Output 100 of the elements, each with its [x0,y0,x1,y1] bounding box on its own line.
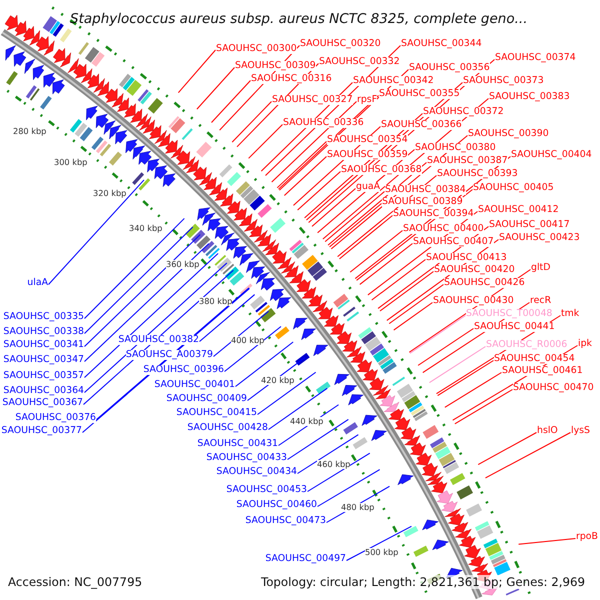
gene-label: SAOUHSC_00417 [489,220,570,230]
gene-label: SAOUHSC_R0006 [486,340,568,350]
gene-label: SAOUHSC_00428 [187,423,268,433]
gene-label: SAOUHSC_00423 [499,233,580,243]
leader-line [257,372,316,415]
gene-label: SAOUHSC_00407 [413,237,494,247]
gene-label: SAOUHSC_00404 [511,150,592,160]
leader-line [84,218,185,319]
leader-line [48,179,145,285]
scale-label: 320 kbp [93,188,126,198]
gene-label: SAOUHSC_00341 [3,340,84,350]
gene-label: SAOUHSC_00405 [473,183,554,193]
gene-label: SAOUHSC_00367 [2,398,83,408]
leader-line [297,171,341,211]
gene-label: SAOUHSC_00380 [415,143,496,153]
gene-label: SAOUHSC_00473 [245,516,326,526]
leader-line [232,101,272,143]
leader-line [478,432,537,466]
gene-label: SAOUHSC_00364 [3,386,84,396]
scale-label: 360 kbp [166,260,200,268]
gene-label: SAOUHSC_00497 [265,554,346,564]
leader-line [418,328,474,366]
leader-line [84,226,194,334]
leader-line [518,538,576,545]
leader-line [454,389,513,424]
leader-line [213,310,270,357]
leader-line [409,315,466,354]
gene-label: SAOUHSC_00374 [495,53,576,63]
leader-line [324,191,385,242]
gene-label: rpoB [576,532,598,542]
leader-line [84,252,219,378]
accession-label: Accession: NC_007795 [8,575,142,589]
gene-label: SAOUHSC_00401 [154,380,235,390]
leader-line [196,67,235,110]
gene-label: SAOUHSC_00300 [216,44,297,54]
gene-label: rpsF [357,95,378,105]
gene-label: hslO [537,426,558,436]
gene-label: SAOUHSC_00357 [3,371,84,381]
gene-label: SAOUHSC_00356 [409,63,490,73]
leader-line [371,259,426,301]
gene-label: gltD [531,263,550,273]
gene-label: recR [530,296,552,306]
gene-label: lysS [571,426,590,436]
gene-label: SAOUHSC_00390 [468,129,549,139]
leader-line [84,243,210,362]
leader-line [338,215,393,260]
leader-line [84,234,201,347]
gene-label: SAOUHSC_00413 [426,253,507,263]
scale-label: 420 kbp [261,376,294,384]
gene-label: SAOUHSC_00376 [15,413,96,423]
leader-line [444,372,502,408]
gene-label: SAOUHSC_00344 [401,39,482,49]
scale-label: 480 kbp [341,502,374,512]
leader-line [388,284,444,324]
leader-line [428,346,486,384]
gene-label: SAOUHSC_00441 [474,322,555,332]
scale-label: 400 kbp [231,336,264,344]
gene-label: SAOUHSC_00368 [341,165,422,175]
leader-line [312,188,356,227]
leader-line [235,342,294,387]
leader-line [346,526,412,561]
gene-label: ipk [578,339,592,349]
gene-label: SAOUHSC_00470 [513,383,594,393]
gene-label: SAOUHSC_00420 [434,265,515,275]
gene-label: SAOUHSC_00355 [379,89,460,99]
gene-label: SAOUHSC_00372 [423,107,504,117]
leader-line [484,432,571,478]
leader-line [297,434,359,474]
leader-line [276,141,327,188]
gene-label: SAOUHSC_00389 [382,197,463,207]
gene-label: SAOUHSC_00433 [206,453,287,463]
leader-line [307,452,370,492]
gene-label: SAOUHSC_00382 [118,335,199,345]
scale-label: 460 kbp [317,460,350,468]
leader-line [224,326,282,372]
leader-line [317,469,380,507]
leader-line [271,101,357,183]
leader-line [359,243,413,285]
gene-label: SAOUHSC_00383 [489,92,570,102]
gene-label: SAOUHSC_00342 [353,76,434,86]
gene-label: tmk [561,309,580,319]
map-title: Staphylococcus aureus subsp. aureus NCTC 8325, complete geno... [70,11,528,27]
gene-label: SAOUHSC_00335 [3,312,84,322]
scale-label: 500 kbp [365,548,398,556]
summary-label: Topology: circular; Length: 2,821,361 bp; Genes: 2,969 [261,575,586,589]
gene-label: SAOUHSC_00454 [494,354,575,364]
gene-label: SAOUHSC_00415 [176,408,257,418]
gene-label: SAOUHSC_00338 [3,327,84,337]
scale-label: 340 kbp [129,224,162,232]
gene-label: SAOUHSC_00327 [272,95,353,105]
gene-label: SAOUHSC_00332 [319,57,400,67]
leader-line [284,156,327,196]
gene-label: guaA [356,182,380,192]
leader-line [83,270,234,405]
gene-label: SAOUHSC_00354 [327,135,408,145]
gene-label: SAOUHSC_00412 [478,205,559,215]
gene-label: SAOUHSC_00373 [463,76,544,86]
scale-label: 380 kbp [199,296,232,306]
leader-line [248,124,283,159]
gene-label: SAOUHSC_00387 [427,156,508,166]
